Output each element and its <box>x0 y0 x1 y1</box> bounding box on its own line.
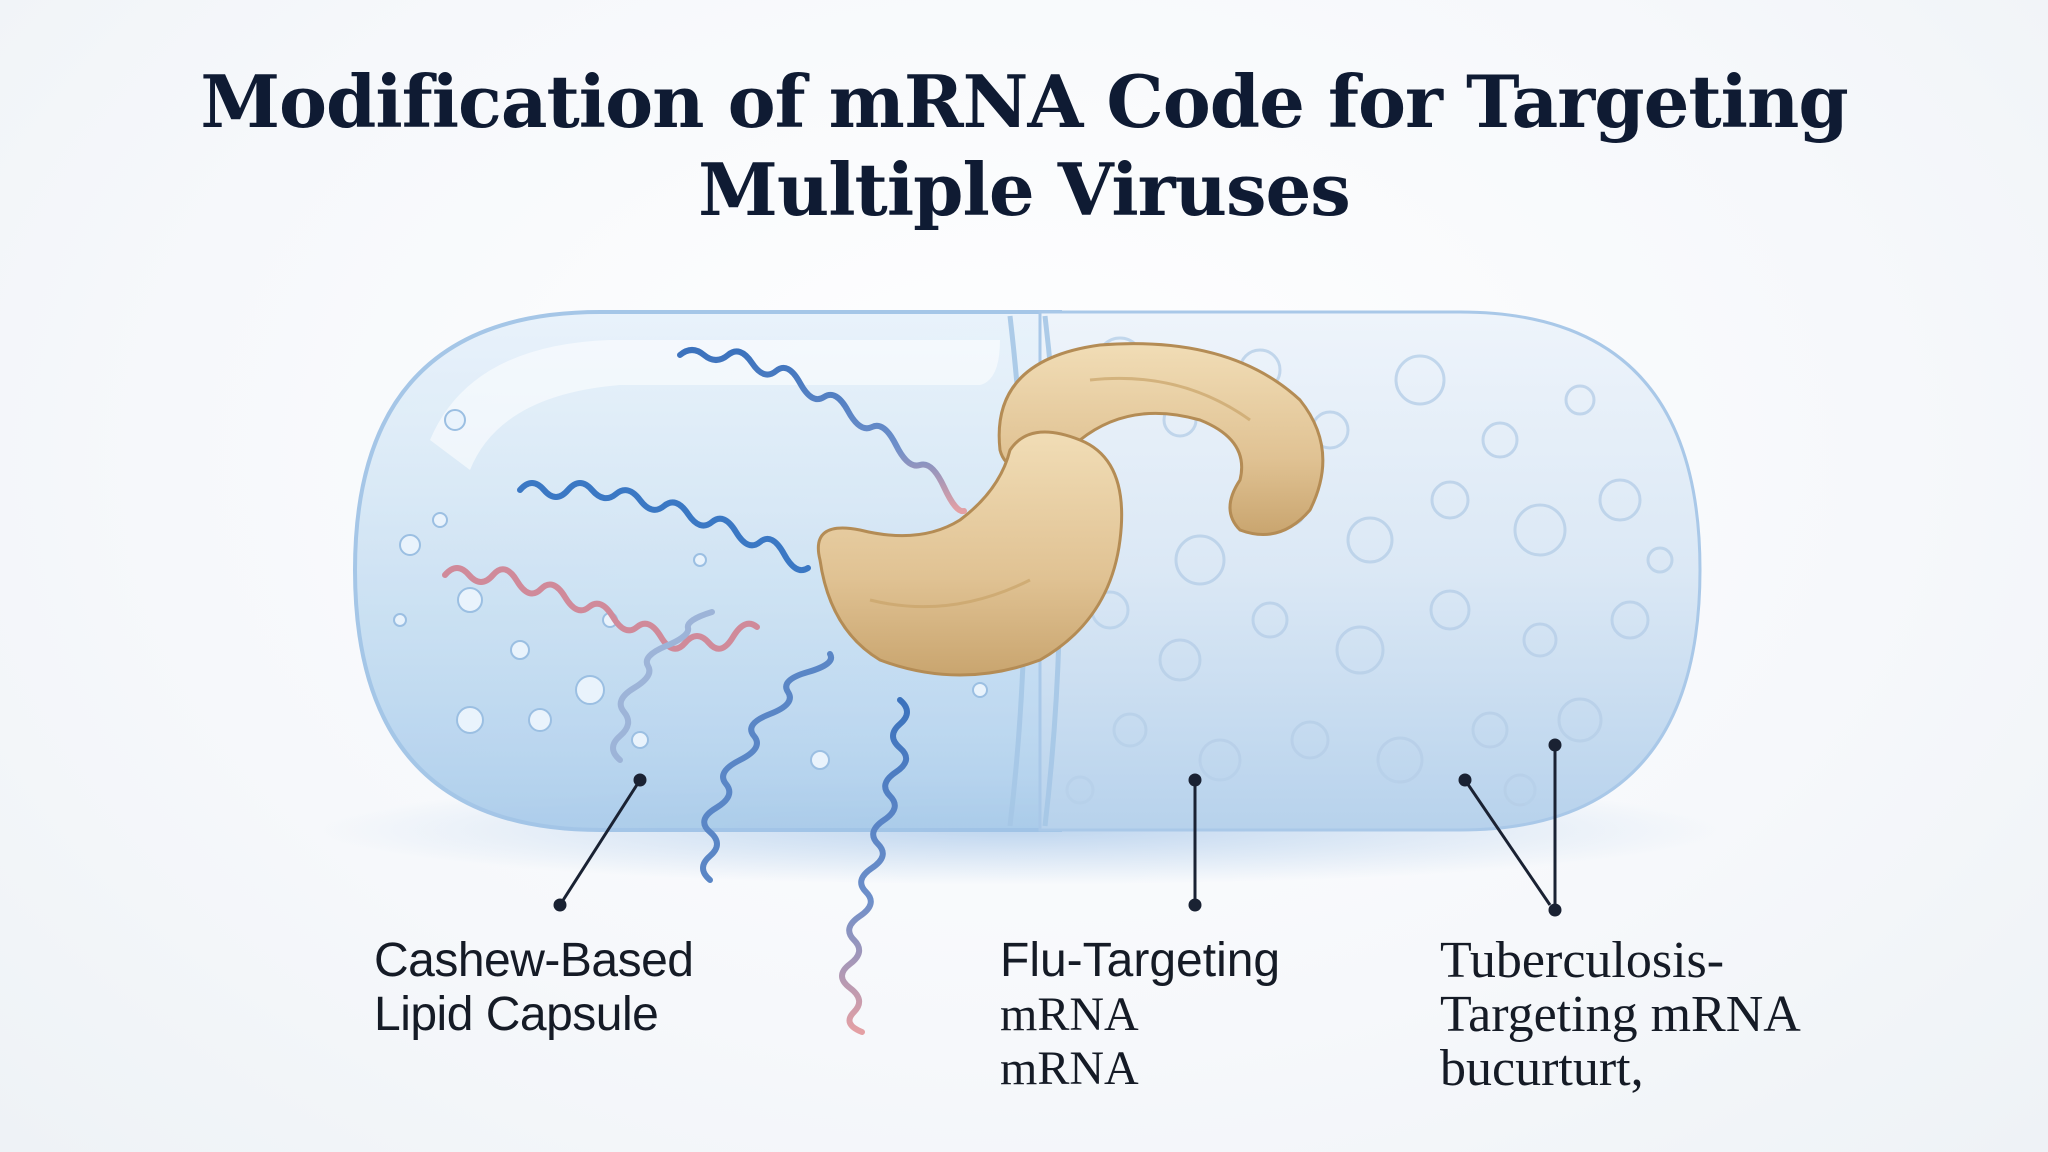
label-tb-mrna-line-1: Tuberculosis- <box>1440 932 1725 989</box>
mrna-strand-3 <box>442 565 760 652</box>
page-title: Modification of mRNA Code for Targeting … <box>0 58 2048 234</box>
title-line-1: Modification of mRNA Code for Targeting <box>200 59 1848 144</box>
mrna-strand-4 <box>700 651 834 883</box>
label-tb-mrna: Tuberculosis- Targeting mRNA bucurturt, <box>1440 934 1801 1096</box>
label-cashew-capsule-line-1: Cashew-Based <box>374 934 694 987</box>
label-flu-mrna-line-3: mRNA <box>1000 1042 1139 1095</box>
label-cashew-capsule-line-2: Lipid Capsule <box>374 988 659 1041</box>
capsule-clear-half <box>352 310 1062 832</box>
mrna-strand-6 <box>839 697 910 1035</box>
label-cashew-capsule: Cashew-Based Lipid Capsule <box>374 934 694 1042</box>
mrna-strands <box>442 347 967 1035</box>
leader-dot-flu-bottom <box>1188 898 1202 912</box>
capsule-texture <box>1065 336 1674 807</box>
mrna-strand-2 <box>517 480 811 574</box>
cashew-nuts <box>817 342 1325 677</box>
label-flu-mrna: Flu-Targeting mRNA mRNA <box>1000 934 1280 1096</box>
leader-dot-tb-bottom <box>1548 903 1562 917</box>
label-tb-mrna-line-2: Targeting mRNA <box>1440 986 1801 1043</box>
leader-dot-capsule-bottom <box>553 898 567 912</box>
label-flu-mrna-line-1: Flu-Targeting <box>1000 934 1281 987</box>
leader-lines <box>553 738 1562 917</box>
label-flu-mrna-line-2: mRNA <box>1000 988 1139 1041</box>
leader-dot-tb-mid <box>1458 773 1472 787</box>
leader-dot-tb-top <box>1548 738 1562 752</box>
bubbles <box>393 409 988 770</box>
mrna-strand-1 <box>677 347 967 515</box>
cashew-lower <box>817 430 1124 677</box>
cashew-ridge <box>869 376 1251 609</box>
leader-dot-capsule-top <box>633 773 647 787</box>
mrna-strand-5 <box>610 609 715 763</box>
capsule-highlight <box>430 340 1000 470</box>
leader-dot-flu-top <box>1188 773 1202 787</box>
capsule-textured-half <box>1038 310 1702 832</box>
title-line-2: Multiple Viruses <box>698 147 1351 232</box>
label-tb-mrna-line-3: bucurturt, <box>1440 1040 1644 1097</box>
